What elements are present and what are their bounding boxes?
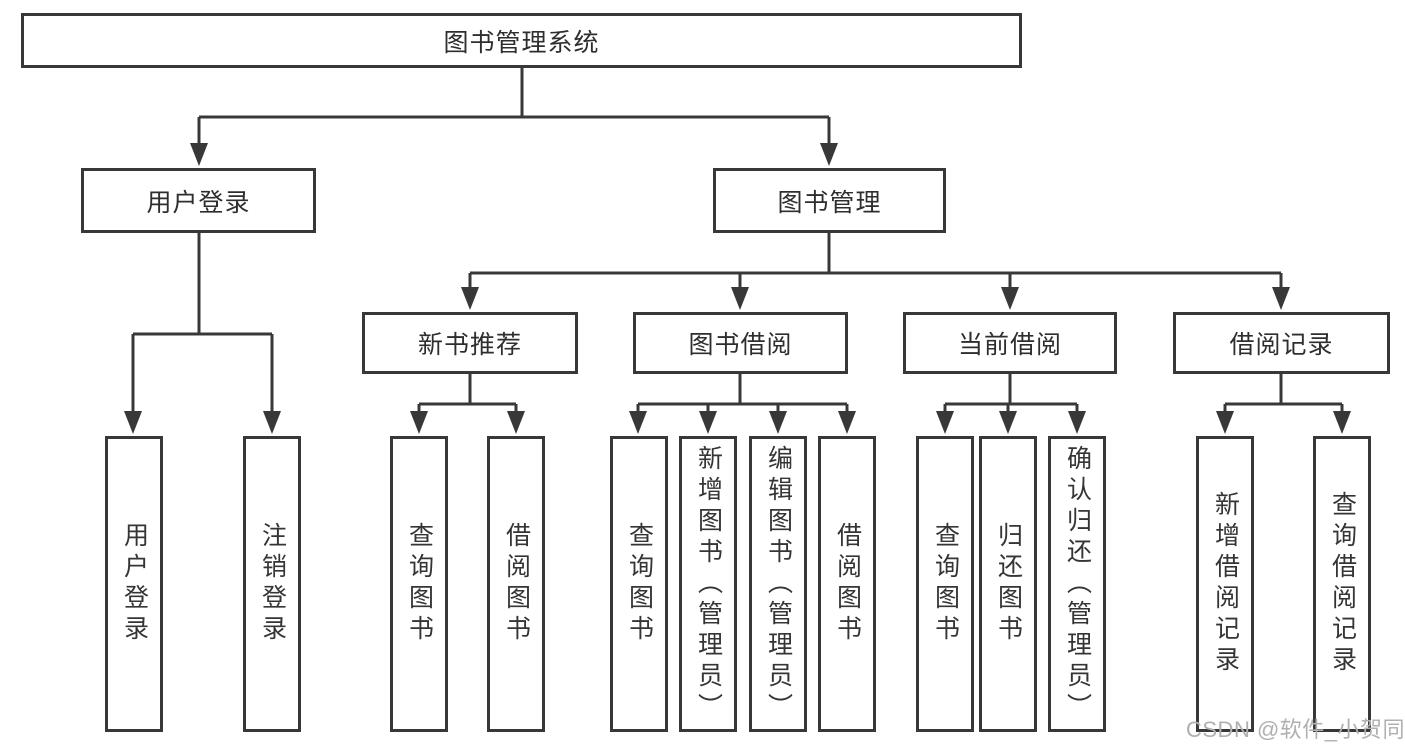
leaf-logout-login-label: 注销登录 xyxy=(258,522,287,646)
leaf-edit-book-admin: 编辑图书（管理员） xyxy=(749,436,807,732)
leaf-add-book-admin: 新增图书（管理员） xyxy=(679,436,737,732)
leaf-query-books-borrow: 查询图书 xyxy=(610,436,668,732)
leaf-user-login-label: 用户登录 xyxy=(120,522,149,646)
leaf-query-books-current: 查询图书 xyxy=(916,436,974,732)
node-current-borrow: 当前借阅 xyxy=(903,312,1117,374)
node-user-login: 用户登录 xyxy=(81,168,316,233)
leaf-return-book-label: 归还图书 xyxy=(994,522,1023,646)
node-book-management-label: 图书管理 xyxy=(777,188,882,217)
leaf-add-book-admin-label: 新增图书（管理员） xyxy=(694,444,723,724)
node-book-borrow-label: 图书借阅 xyxy=(688,331,793,359)
node-borrow-records: 借阅记录 xyxy=(1173,312,1390,374)
leaf-query-borrow-record-label: 查询借阅记录 xyxy=(1328,491,1357,677)
leaf-user-login: 用户登录 xyxy=(105,436,163,732)
leaf-return-book: 归还图书 xyxy=(979,436,1037,732)
leaf-borrow-books: 借阅图书 xyxy=(818,436,876,732)
leaf-query-books-recommend-label: 查询图书 xyxy=(405,522,434,646)
leaf-add-borrow-record-label: 新增借阅记录 xyxy=(1211,491,1240,677)
leaf-borrow-books-recommend-label: 借阅图书 xyxy=(502,522,531,646)
leaf-query-books-current-label: 查询图书 xyxy=(931,522,960,646)
csdn-watermark: CSDN @软件_小贺同学 xyxy=(1186,717,1405,742)
node-borrow-records-label: 借阅记录 xyxy=(1229,331,1334,359)
node-book-management: 图书管理 xyxy=(713,168,946,233)
leaf-confirm-return-admin: 确认归还（管理员） xyxy=(1048,436,1106,732)
node-current-borrow-label: 当前借阅 xyxy=(957,331,1062,359)
node-root-label: 图书管理系统 xyxy=(443,28,600,57)
leaf-borrow-books-label: 借阅图书 xyxy=(833,522,862,646)
node-root: 图书管理系统 xyxy=(21,13,1022,68)
node-new-book-recommend: 新书推荐 xyxy=(362,312,578,374)
leaf-confirm-return-admin-label: 确认归还（管理员） xyxy=(1063,444,1092,724)
leaf-query-borrow-record: 查询借阅记录 xyxy=(1313,436,1371,732)
node-new-book-recommend-label: 新书推荐 xyxy=(417,331,522,359)
leaf-add-borrow-record: 新增借阅记录 xyxy=(1196,436,1254,732)
leaf-edit-book-admin-label: 编辑图书（管理员） xyxy=(764,444,793,724)
leaf-query-books-recommend: 查询图书 xyxy=(390,436,448,732)
leaf-logout-login: 注销登录 xyxy=(243,436,301,732)
leaf-query-books-borrow-label: 查询图书 xyxy=(625,522,654,646)
leaf-borrow-books-recommend: 借阅图书 xyxy=(487,436,545,732)
node-book-borrow: 图书借阅 xyxy=(633,312,848,374)
node-user-login-label: 用户登录 xyxy=(146,188,251,217)
